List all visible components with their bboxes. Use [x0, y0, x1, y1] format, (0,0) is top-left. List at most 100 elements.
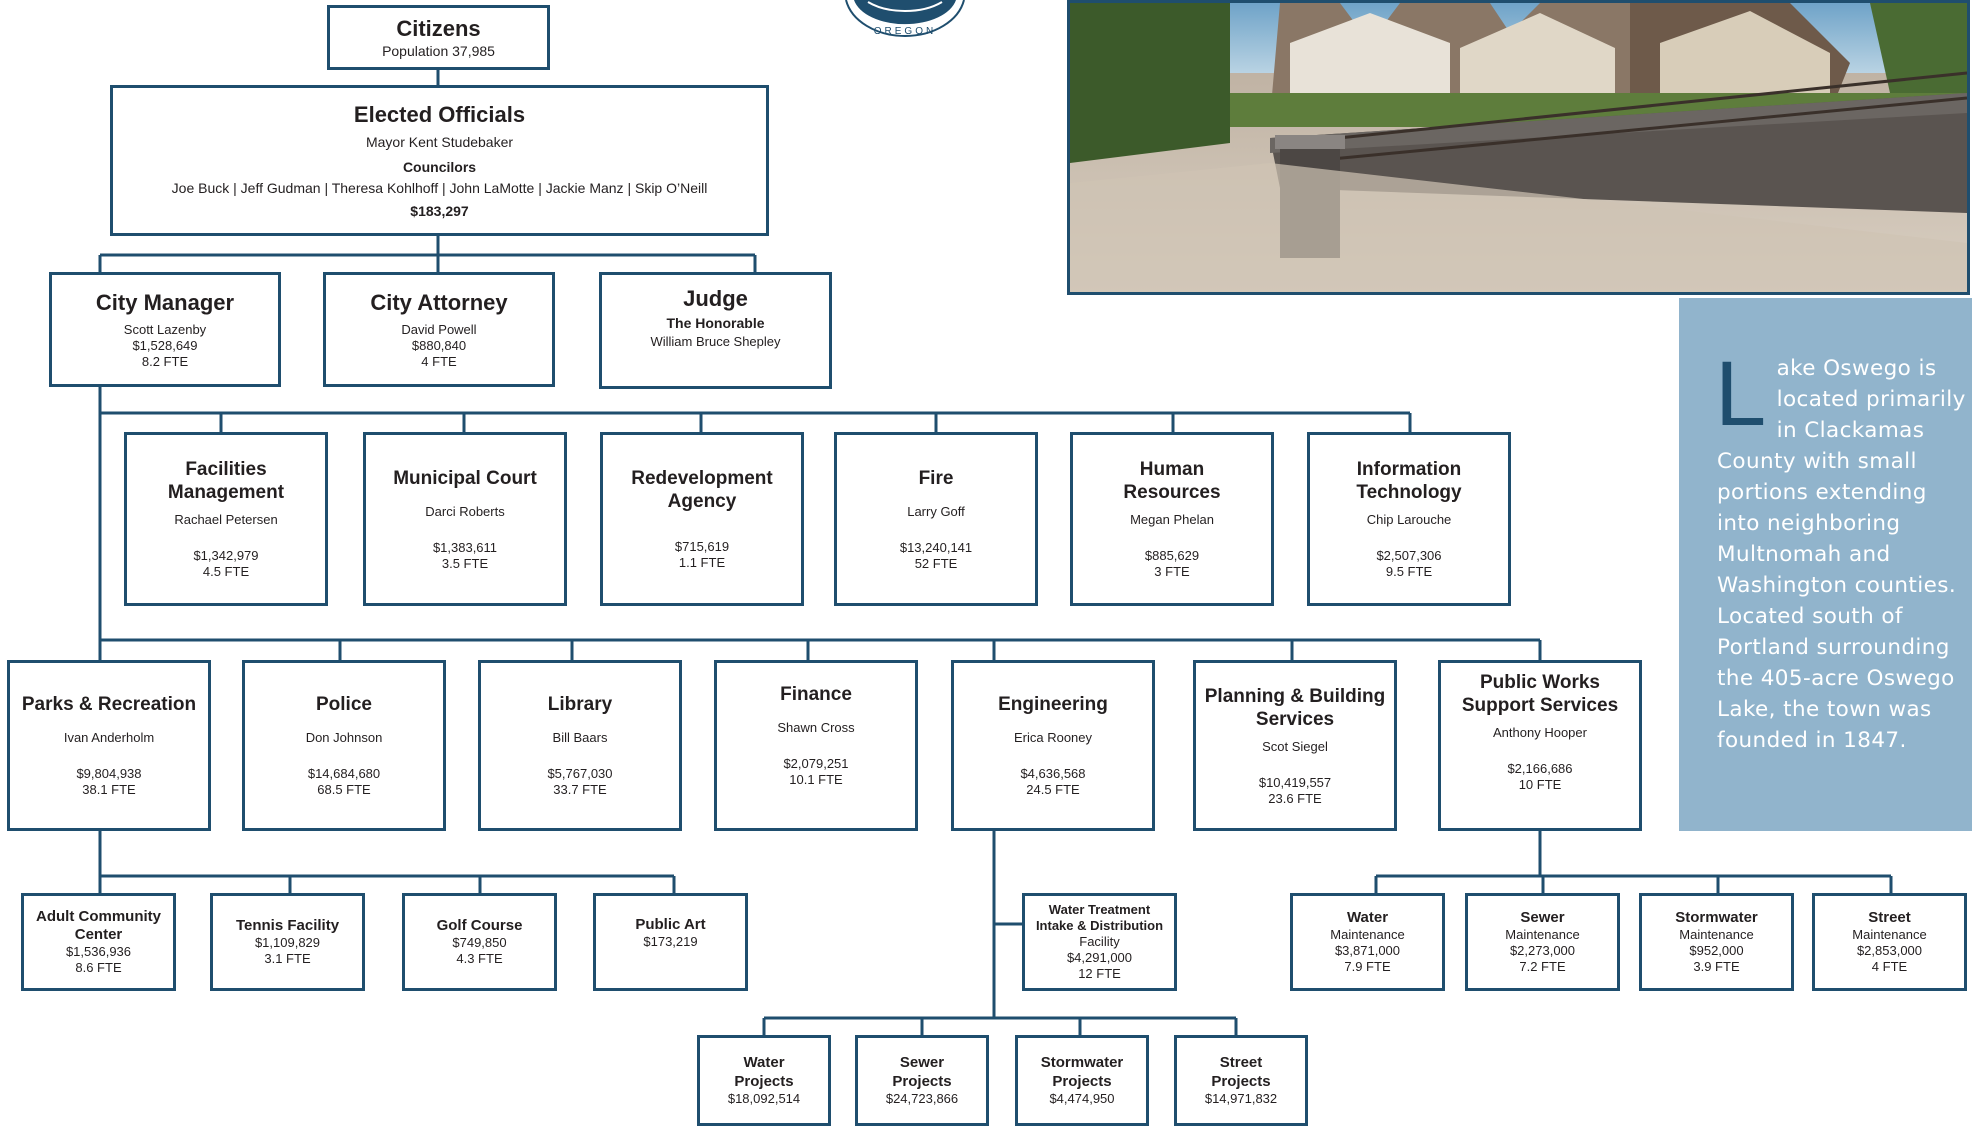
maintenance-budget: $3,871,000	[1334, 943, 1401, 959]
sub-unit-fte: 3.1 FTE	[264, 951, 311, 967]
department-budget: $1,383,611	[432, 539, 498, 555]
department-planning-building: Planning & Building Services Scot Siegel…	[1193, 660, 1397, 831]
department-fte: 3 FTE	[1154, 564, 1190, 580]
department-fte: 10.1 FTE	[789, 771, 843, 787]
maintenance-stormwater: Stormwater Maintenance $952,000 3.9 FTE	[1639, 893, 1794, 991]
department-public-works: Public Works Support Services Anthony Ho…	[1438, 660, 1642, 831]
department-title: Library	[547, 694, 613, 716]
citizens-population: Population 37,985	[382, 42, 495, 59]
department-human-resources: Human Resources Megan Phelan $885,629 3 …	[1070, 432, 1274, 606]
maintenance-fte: 7.9 FTE	[1344, 959, 1391, 975]
maintenance-subtitle: Maintenance	[1330, 927, 1405, 943]
lake-oswego-photo	[1067, 0, 1970, 295]
elected-officials-title: Elected Officials	[353, 101, 526, 127]
department-information-technology: Information Technology Chip Larouche $2,…	[1307, 432, 1511, 606]
department-head: Scot Siegel	[1262, 738, 1328, 754]
department-head: Ivan Anderholm	[63, 730, 155, 746]
department-title: Information	[1356, 459, 1462, 481]
department-head: Bill Baars	[552, 730, 608, 746]
judge-name: William Bruce Shepley	[650, 333, 781, 349]
maintenance-title: Water	[1346, 909, 1389, 927]
department-head: Rachael Petersen	[174, 512, 278, 528]
city-manager-name: Scott Lazenby	[123, 322, 207, 338]
department-fte: 23.6 FTE	[1268, 790, 1322, 806]
department-head: Shawn Cross	[777, 720, 855, 736]
department-budget: $2,166,686	[1507, 761, 1573, 777]
sub-unit-fte: 4.3 FTE	[456, 951, 503, 967]
sub-unit-title-line2: Center	[74, 926, 123, 944]
project-budget: $18,092,514	[727, 1090, 801, 1106]
department-fte: 1.1 FTE	[678, 555, 726, 571]
judge-honorific: The Honorable	[666, 314, 765, 331]
department-fte: 24.5 FTE	[1026, 782, 1080, 798]
sub-unit-budget: $1,536,936	[65, 944, 132, 960]
parks-sub-public-art: Public Art $173,219	[593, 893, 748, 991]
sub-unit-title: Public Art	[635, 916, 706, 933]
department-engineering: Engineering Erica Rooney $4,636,568 24.5…	[951, 660, 1155, 831]
sub-unit-title: Adult Community	[36, 907, 161, 925]
department-budget: $5,767,030	[547, 766, 613, 782]
sub-unit-fte: 8.6 FTE	[75, 960, 122, 976]
department-head: Don Johnson	[305, 730, 383, 746]
project-title-line2: Projects	[892, 1072, 952, 1090]
project-title-line2: Projects	[1052, 1072, 1112, 1090]
project-budget: $14,971,832	[1204, 1090, 1278, 1106]
department-title-line2: Technology	[1356, 482, 1462, 504]
parks-sub-tennis-facility: Tennis Facility $1,109,829 3.1 FTE	[210, 893, 365, 991]
maintenance-subtitle: Maintenance	[1852, 927, 1927, 943]
project-title: Street	[1219, 1054, 1263, 1072]
maintenance-subtitle: Maintenance	[1679, 927, 1754, 943]
department-budget: $2,079,251	[783, 756, 849, 772]
sub-unit-budget: $749,850	[452, 935, 507, 951]
mayor: Mayor Kent Studebaker	[365, 134, 514, 151]
maintenance-title: Street	[1868, 909, 1911, 927]
department-title: Municipal Court	[393, 467, 537, 489]
maintenance-street: Street Maintenance $2,853,000 4 FTE	[1812, 893, 1967, 991]
parks-sub-golf-course: Golf Course $749,850 4.3 FTE	[402, 893, 557, 991]
department-fte: 38.1 FTE	[82, 782, 136, 798]
citizens-title: Citizens	[396, 16, 481, 42]
department-budget: $715,619	[674, 539, 730, 555]
sub-unit-title: Tennis Facility	[235, 916, 340, 934]
project-budget: $4,474,950	[1049, 1090, 1115, 1106]
citizens-box: Citizens Population 37,985	[327, 5, 550, 70]
department-fte: 68.5 FTE	[317, 782, 371, 798]
department-fte: 10 FTE	[1518, 777, 1562, 793]
facility-title: Water Treatment	[1048, 902, 1151, 918]
city-attorney-name: David Powell	[401, 322, 477, 338]
elected-budget: $183,297	[410, 203, 469, 220]
department-fte: 52 FTE	[914, 555, 958, 571]
maintenance-budget: $2,273,000	[1509, 943, 1576, 959]
department-head: Anthony Hooper	[1493, 725, 1587, 741]
department-title: Police	[316, 694, 372, 716]
department-budget: $10,419,557	[1258, 774, 1332, 790]
department-budget: $13,240,141	[899, 539, 973, 555]
facility-subtitle: Facility	[1079, 934, 1120, 950]
department-budget: $885,629	[1144, 548, 1200, 564]
department-title: Fire	[918, 467, 954, 489]
photo-illustration	[1070, 3, 1967, 292]
department-finance: Finance Shawn Cross $2,079,251 10.1 FTE	[714, 660, 918, 831]
department-municipal-court: Municipal Court Darci Roberts $1,383,611…	[363, 432, 567, 606]
department-title-line2: Management	[167, 482, 285, 504]
maintenance-fte: 3.9 FTE	[1693, 959, 1740, 975]
city-attorney-title: City Attorney	[370, 289, 508, 315]
project-title: Stormwater	[1040, 1054, 1124, 1072]
department-budget: $9,804,938	[76, 766, 142, 782]
city-attorney-budget: $880,840	[411, 338, 467, 354]
project-title-line2: Projects	[1211, 1072, 1271, 1090]
department-title: Public Works	[1479, 672, 1600, 693]
parks-sub-adult-community-center: Adult Community Center $1,536,936 8.6 FT…	[21, 893, 176, 991]
project-title: Sewer	[899, 1054, 945, 1072]
maintenance-sewer: Sewer Maintenance $2,273,000 7.2 FTE	[1465, 893, 1620, 991]
department-title: Finance	[780, 684, 852, 705]
department-budget: $4,636,568	[1020, 766, 1086, 782]
department-title-line2: Agency	[667, 491, 737, 513]
water-treatment-facility: Water Treatment Intake & Distribution Fa…	[1022, 893, 1177, 991]
maintenance-title: Sewer	[1520, 909, 1565, 927]
project-title-line2: Projects	[734, 1072, 794, 1090]
maintenance-budget: $952,000	[1689, 943, 1744, 959]
city-manager-fte: 8.2 FTE	[141, 354, 189, 370]
